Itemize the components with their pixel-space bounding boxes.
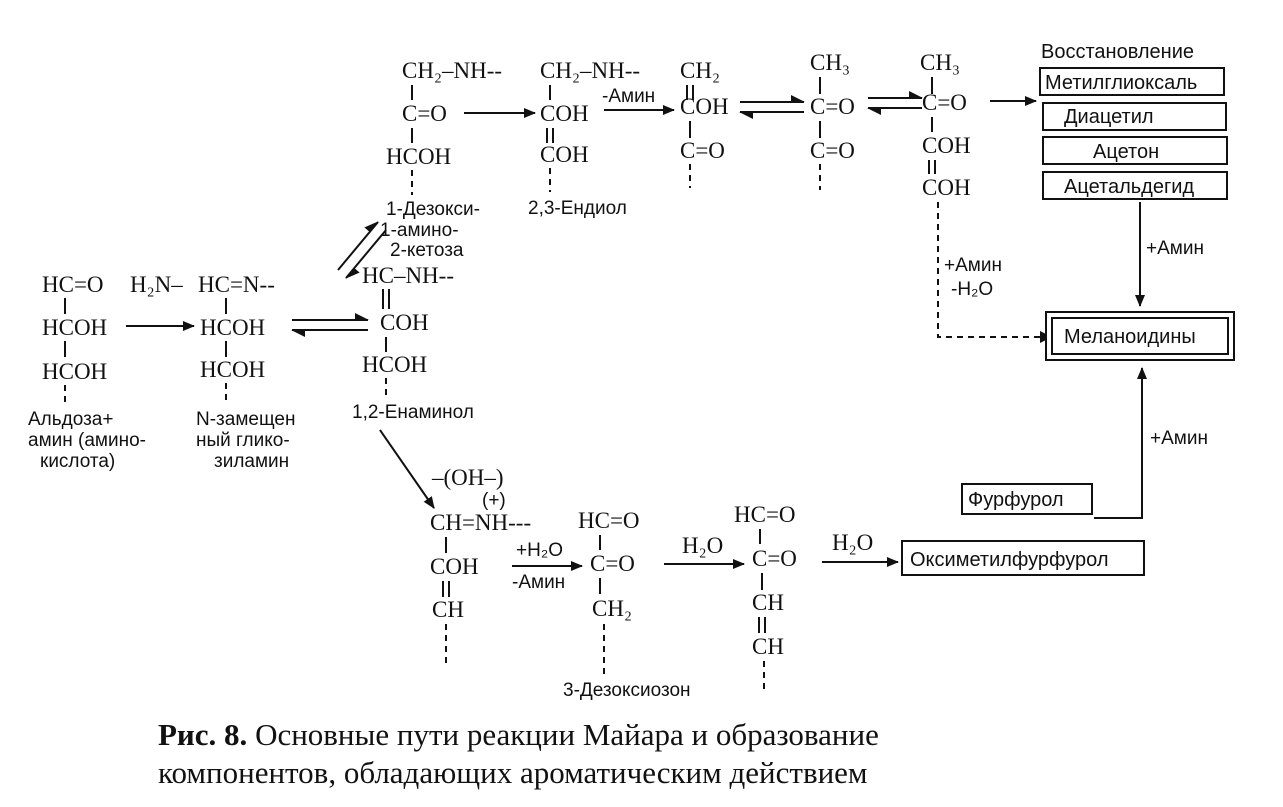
ketose-label-3: 2-кетоза bbox=[390, 240, 464, 261]
ketose-label-2: 1-амино- bbox=[380, 220, 459, 241]
amine-reagent: H₂N– bbox=[130, 272, 183, 297]
product-acetaldehyde: Ацетальдегид bbox=[1064, 176, 1194, 198]
maillard-reaction-scheme: HC=O HCOH HCOH Альдоза+ амин (амино- кис… bbox=[28, 41, 1235, 701]
ketose-row-1: CH₂–NH-- bbox=[402, 58, 502, 83]
path-reductone-to-melanoidins bbox=[937, 202, 1040, 338]
melanoidins-label: Меланоидины bbox=[1064, 326, 1196, 348]
reductone-row-4: COH bbox=[922, 175, 971, 200]
equilibrium-glycosylamine-enaminol bbox=[291, 313, 369, 337]
caption-line-2: компонентов, обладающих ароматическим де… bbox=[158, 755, 868, 790]
aldose-label-3: кислота) bbox=[40, 451, 115, 472]
schiff-base-structure: (+) CH=NH--- COH CH bbox=[430, 490, 531, 664]
hmf-box bbox=[901, 540, 1145, 576]
amine-water-line-1: +Амин bbox=[944, 255, 1002, 276]
deoxyosone-structure: HC=O C=O CH₂ 3-Дезоксиозон bbox=[563, 508, 691, 701]
deoxyosone-row-2: C=O bbox=[590, 551, 635, 576]
figure-caption: Рис. 8. Основные пути реакции Майара и о… bbox=[158, 716, 1158, 792]
ketose-structure: CH₂–NH-- C=O HCOH 1-Дезокси- 1-амино- 2-… bbox=[380, 58, 502, 261]
hmf-label: Оксиметилфурфурол bbox=[910, 549, 1109, 571]
enediol-structure: CH₂–NH-- COH COH 2,3-Ендиол bbox=[528, 58, 640, 219]
product-acetone: Ацетон bbox=[1093, 141, 1159, 163]
methylene-structure: CH₂ COH C=O bbox=[680, 58, 729, 188]
dicarbonyl-structure: CH₃ C=O C=O bbox=[810, 50, 855, 190]
ketose-row-2: C=O bbox=[402, 101, 447, 126]
caption-figure-number: Рис. 8. bbox=[158, 717, 248, 752]
methylene-row-3: C=O bbox=[680, 138, 725, 163]
reductone-row-2: C=O bbox=[922, 90, 967, 115]
schiff-charge: (+) bbox=[482, 490, 506, 511]
glycosylamine-row-2: HCOH bbox=[200, 315, 265, 340]
enaminol-structure: HC–NH-- COH HCOH 1,2-Енаминол bbox=[352, 263, 474, 423]
aldose-label-2: амин (амино- bbox=[28, 430, 146, 451]
deoxyosone-row-3: CH₂ bbox=[592, 596, 632, 621]
enediol-row-1: CH₂–NH-- bbox=[540, 58, 640, 83]
reductone-structure: CH₃ C=O COH COH bbox=[920, 50, 971, 200]
dicarbonyl-row-3: C=O bbox=[810, 138, 855, 163]
enaminol-row-3: HCOH bbox=[362, 352, 427, 377]
deoxyosone-label: 3-Дезоксиозон bbox=[563, 680, 691, 701]
hydrolysis-minus-amine: -Амин bbox=[512, 572, 565, 593]
equilibrium-enaminol-ketose bbox=[337, 221, 387, 279]
glycosylamine-row-1: HC=N-- bbox=[198, 272, 275, 297]
glycosylamine-structure: H₂N– HC=N-- HCOH HCOH N-замещен ный глик… bbox=[130, 272, 295, 472]
furfural-label: Фурфурол bbox=[968, 489, 1064, 511]
aldose-structure: HC=O HCOH HCOH Альдоза+ амин (амино- кис… bbox=[28, 272, 146, 472]
arrow-furfural-to-melanoidins bbox=[1094, 367, 1147, 519]
unsaturated-row-4: CH bbox=[752, 634, 784, 659]
water-label-1: H₂O bbox=[682, 533, 723, 558]
aldose-row-1: HC=O bbox=[42, 272, 104, 297]
product-diacetyl: Диацетил bbox=[1064, 106, 1154, 128]
furfural-box bbox=[961, 483, 1093, 515]
caption-text-1: Основные пути реакции Майара и образован… bbox=[247, 717, 879, 752]
glycosylamine-label-3: зиламин bbox=[214, 451, 289, 472]
dicarbonyl-row-2: C=O bbox=[810, 94, 855, 119]
enaminol-label: 1,2-Енаминол bbox=[352, 402, 474, 423]
enediol-row-2: COH bbox=[540, 101, 589, 126]
hydrolysis-plus-water: +H₂O bbox=[516, 540, 563, 561]
water-label-2: H₂O bbox=[832, 530, 873, 555]
reductone-row-1: CH₃ bbox=[920, 50, 960, 75]
amine-furfural-label: +Амин bbox=[1150, 428, 1208, 449]
enaminol-row-2: COH bbox=[380, 310, 429, 335]
methylene-row-2: COH bbox=[680, 94, 729, 119]
schiff-row-2: COH bbox=[430, 554, 479, 579]
amine-right-label: +Амин bbox=[1146, 238, 1204, 259]
enediol-label: 2,3-Ендиол bbox=[528, 198, 627, 219]
schiff-row-3: CH bbox=[432, 597, 464, 622]
aldose-label-1: Альдоза+ bbox=[28, 409, 113, 430]
enediol-row-3: COH bbox=[540, 142, 589, 167]
melanoidins-box: Меланоидины bbox=[1045, 311, 1235, 361]
unsaturated-row-3: CH bbox=[752, 590, 784, 615]
equilibrium-dicarbonyl-reductone bbox=[867, 91, 923, 115]
aldose-row-2: HCOH bbox=[42, 315, 107, 340]
unsaturated-structure: HC=O C=O CH CH bbox=[734, 502, 797, 690]
unsaturated-row-2: C=O bbox=[752, 546, 797, 571]
glycosylamine-label-2: ный глико- bbox=[196, 430, 290, 451]
glycosylamine-label-1: N-замещен bbox=[196, 409, 295, 430]
product-methylglyoxal: Метилглиоксаль bbox=[1045, 72, 1197, 94]
dicarbonyl-row-1: CH₃ bbox=[810, 50, 850, 75]
reductone-row-3: COH bbox=[922, 133, 971, 158]
enaminol-row-1: HC–NH-- bbox=[362, 263, 454, 288]
reduction-products: Восстановление Метилглиоксаль Диацетил А… bbox=[1039, 41, 1228, 200]
oh-loss-label: –(OH–) bbox=[431, 465, 504, 490]
caption-line-1: Рис. 8. Основные пути реакции Майара и о… bbox=[158, 716, 1158, 754]
unsaturated-row-1: HC=O bbox=[734, 502, 796, 527]
amine-water-line-2: -H₂O bbox=[951, 279, 993, 300]
aldose-row-3: HCOH bbox=[42, 359, 107, 384]
ketose-label-1: 1-Дезокси- bbox=[386, 199, 480, 220]
glycosylamine-row-3: HCOH bbox=[200, 357, 265, 382]
arrow-enaminol-to-schiff bbox=[379, 429, 435, 509]
minus-amine-label: -Амин bbox=[602, 86, 655, 107]
deoxyosone-row-1: HC=O bbox=[578, 508, 640, 533]
reduction-title: Восстановление bbox=[1041, 41, 1194, 63]
methylene-row-1: CH₂ bbox=[680, 58, 720, 83]
ketose-row-3: HCOH bbox=[386, 144, 451, 169]
schiff-row-1: CH=NH--- bbox=[430, 510, 531, 535]
equilibrium-methylene-dicarbonyl bbox=[739, 95, 805, 119]
